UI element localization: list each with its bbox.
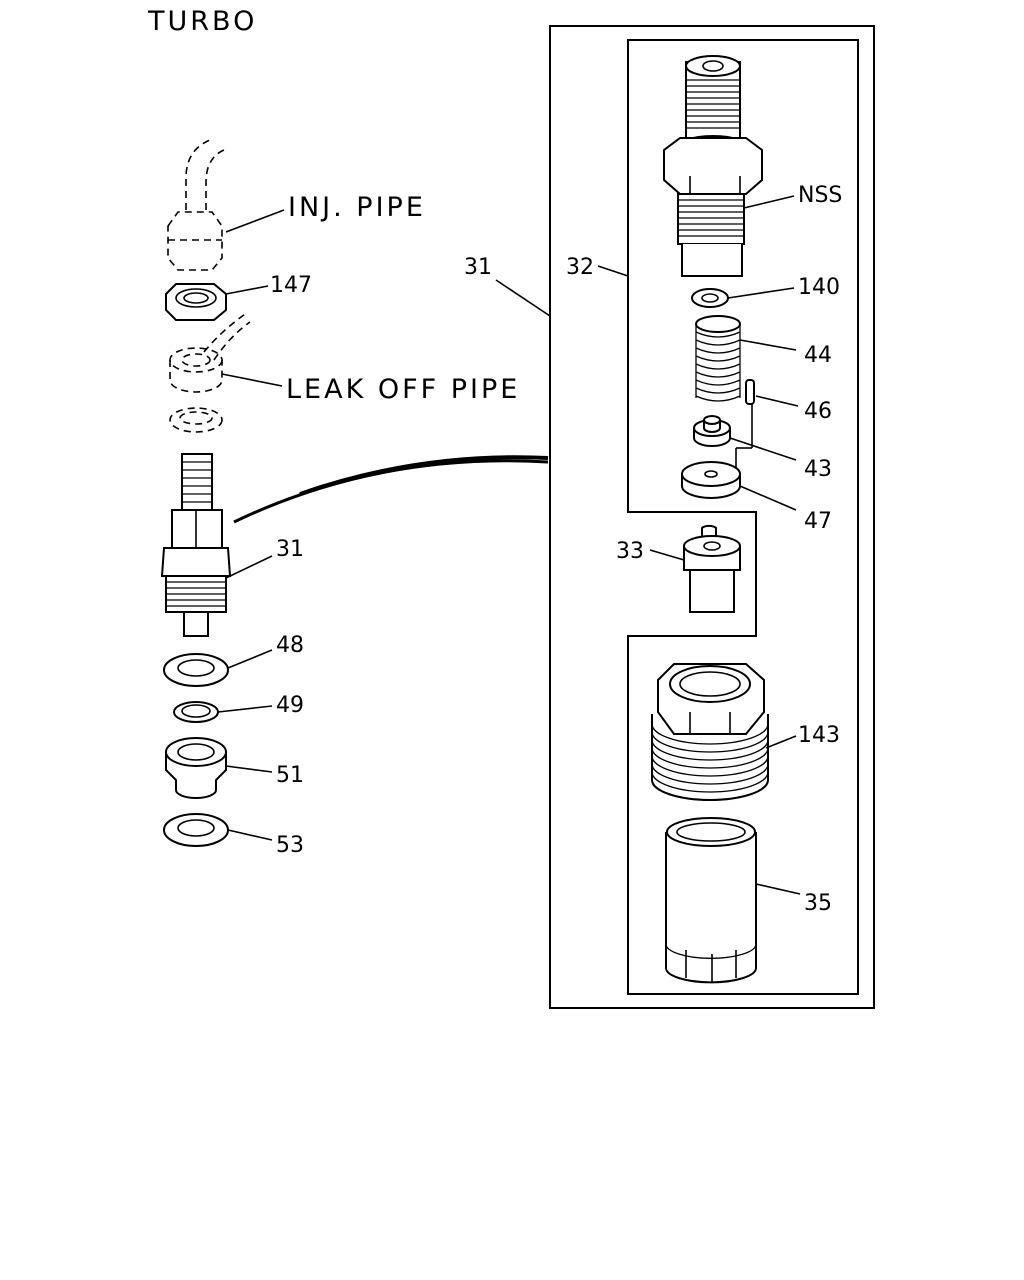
detail-box-inner <box>627 39 859 995</box>
injection-pipe <box>167 139 225 271</box>
part-143-retaining-nut <box>651 663 769 801</box>
label-nss: NSS <box>798 183 842 208</box>
part-43-push-rod <box>693 415 731 447</box>
label-35: 35 <box>804 891 832 916</box>
part-53-gasket <box>163 813 229 847</box>
part-44-spring <box>695 315 741 402</box>
label-33: 33 <box>616 539 644 564</box>
label-43: 43 <box>804 457 832 482</box>
part-31-injector-left <box>160 453 232 637</box>
part-33-nozzle <box>683 524 741 613</box>
diagram-title: TURBO <box>147 6 257 37</box>
leak-off-pipe <box>169 311 251 393</box>
part-140-shim <box>691 288 729 308</box>
left-leaders <box>217 209 285 841</box>
label-143: 143 <box>798 723 840 748</box>
part-47-spacer <box>681 404 753 499</box>
label-46: 46 <box>804 399 832 424</box>
part-147-nut <box>165 283 227 321</box>
leak-off-washer <box>169 407 223 433</box>
label-47: 47 <box>804 509 832 534</box>
label-49: 49 <box>276 693 304 718</box>
part-49-o-ring <box>173 701 219 723</box>
label-48: 48 <box>276 633 304 658</box>
label-31-box: 31 <box>464 255 492 280</box>
part-48-washer <box>163 653 229 687</box>
label-147: 147 <box>270 273 312 298</box>
part-nss-holder-body <box>663 55 763 277</box>
part-35-nozzle-nut <box>665 817 757 984</box>
label-51: 51 <box>276 763 304 788</box>
label-140: 140 <box>798 275 840 300</box>
part-51-sleeve <box>165 737 227 799</box>
detail-box-outer <box>549 25 875 1009</box>
label-31-left: 31 <box>276 537 304 562</box>
label-53: 53 <box>276 833 304 858</box>
label-44: 44 <box>804 343 832 368</box>
label-inj-pipe: INJ. PIPE <box>288 192 426 223</box>
part-46-pin <box>745 379 755 405</box>
label-32: 32 <box>566 255 594 280</box>
label-leak-off-pipe: LEAK OFF PIPE <box>286 374 520 405</box>
